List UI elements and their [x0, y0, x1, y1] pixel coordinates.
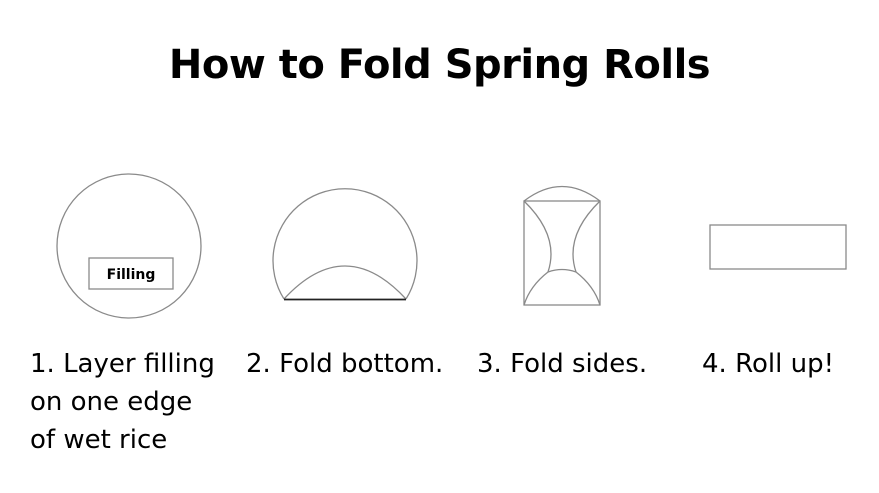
rice-paper-circle: [56, 173, 202, 319]
bottom-fold-curve: [547, 268, 577, 273]
step-1-line-3: of wet rice: [30, 425, 168, 455]
step-2-figure: [272, 188, 418, 301]
right-side-flap: [572, 200, 601, 306]
left-side-flap: [523, 200, 552, 306]
filling-label: Filling: [107, 267, 156, 283]
step-2-line-1: 2. Fold bottom.: [246, 349, 444, 379]
step-1-figure: Filling: [56, 173, 202, 319]
step-1-label: 1. Layer filling on one edge of wet rice: [30, 345, 215, 459]
step-3-label: 3. Fold sides.: [477, 345, 647, 383]
step-3-line-1: 3. Fold sides.: [477, 349, 648, 379]
filling-box: [88, 257, 174, 290]
step-1-line-1: 1. Layer filling: [30, 349, 215, 379]
step-4-label: 4. Roll up!: [702, 345, 834, 383]
step-1-line-2: on one edge: [30, 387, 193, 417]
folded-paper-outline: [272, 188, 418, 300]
rolled-spring-roll: [709, 224, 847, 270]
step-4-line-1: 4. Roll up!: [702, 349, 834, 379]
bottom-flap-curve: [283, 265, 407, 300]
step-2-label: 2. Fold bottom.: [246, 345, 443, 383]
step-3-figure: [523, 185, 601, 306]
top-arc: [523, 185, 601, 202]
page-title: How to Fold Spring Rolls: [168, 42, 711, 88]
side-fold-body: [523, 200, 601, 306]
step-4-figure: [709, 224, 847, 270]
